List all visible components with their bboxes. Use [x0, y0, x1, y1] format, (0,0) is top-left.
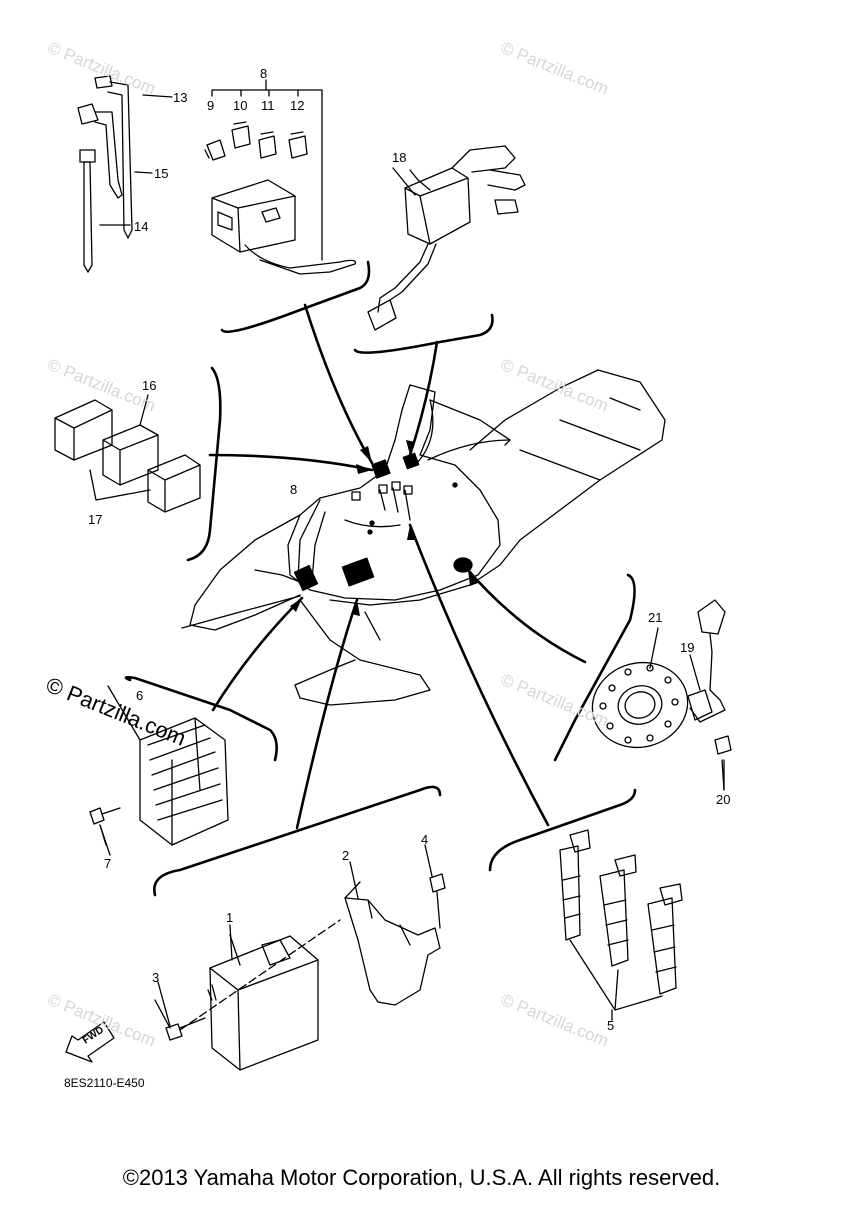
callout-17: 17 — [88, 512, 103, 527]
callout-3: 3 — [152, 970, 160, 985]
callout-21: 21 — [648, 610, 663, 625]
callout-2: 2 — [342, 848, 350, 863]
callout-9: 9 — [207, 98, 215, 113]
snowmobile-body — [181, 369, 666, 706]
callout-19: 19 — [680, 640, 695, 655]
diagram-code: 8ES2110-E450 — [64, 1076, 145, 1090]
callout-13: 13 — [173, 90, 188, 105]
fuse-box-assembly — [204, 79, 357, 275]
callout-14: 14 — [134, 219, 149, 234]
callout-20: 20 — [716, 792, 731, 807]
relays — [54, 394, 201, 513]
callout-15: 15 — [154, 166, 169, 181]
copyright-notice: ©2013 Yamaha Motor Corporation, U.S.A. A… — [122, 1165, 721, 1190]
callout-7: 7 — [104, 856, 112, 871]
callout-11: 11 — [261, 98, 275, 113]
callout-18: 18 — [392, 150, 407, 165]
callout-8-top: 8 — [260, 66, 268, 81]
main-switch-assembly — [367, 145, 526, 331]
callout-12: 12 — [290, 98, 305, 113]
ecu-assembly — [154, 873, 446, 1071]
cable-bands — [77, 75, 173, 273]
callout-8-mid: 8 — [290, 482, 298, 497]
callout-10: 10 — [233, 98, 248, 113]
callout-6: 6 — [136, 688, 144, 703]
fwd-arrow — [65, 1021, 115, 1063]
pickup-coil-assembly — [591, 599, 732, 791]
callout-5: 5 — [607, 1018, 615, 1033]
callout-16: 16 — [142, 378, 157, 393]
callout-1: 1 — [226, 910, 234, 925]
leader-arrows — [290, 440, 478, 616]
ignition-coils — [559, 829, 683, 1011]
group-brackets — [124, 260, 637, 897]
leader-lines — [208, 303, 587, 830]
callout-lines — [99, 167, 725, 1027]
callout-4: 4 — [421, 832, 429, 847]
